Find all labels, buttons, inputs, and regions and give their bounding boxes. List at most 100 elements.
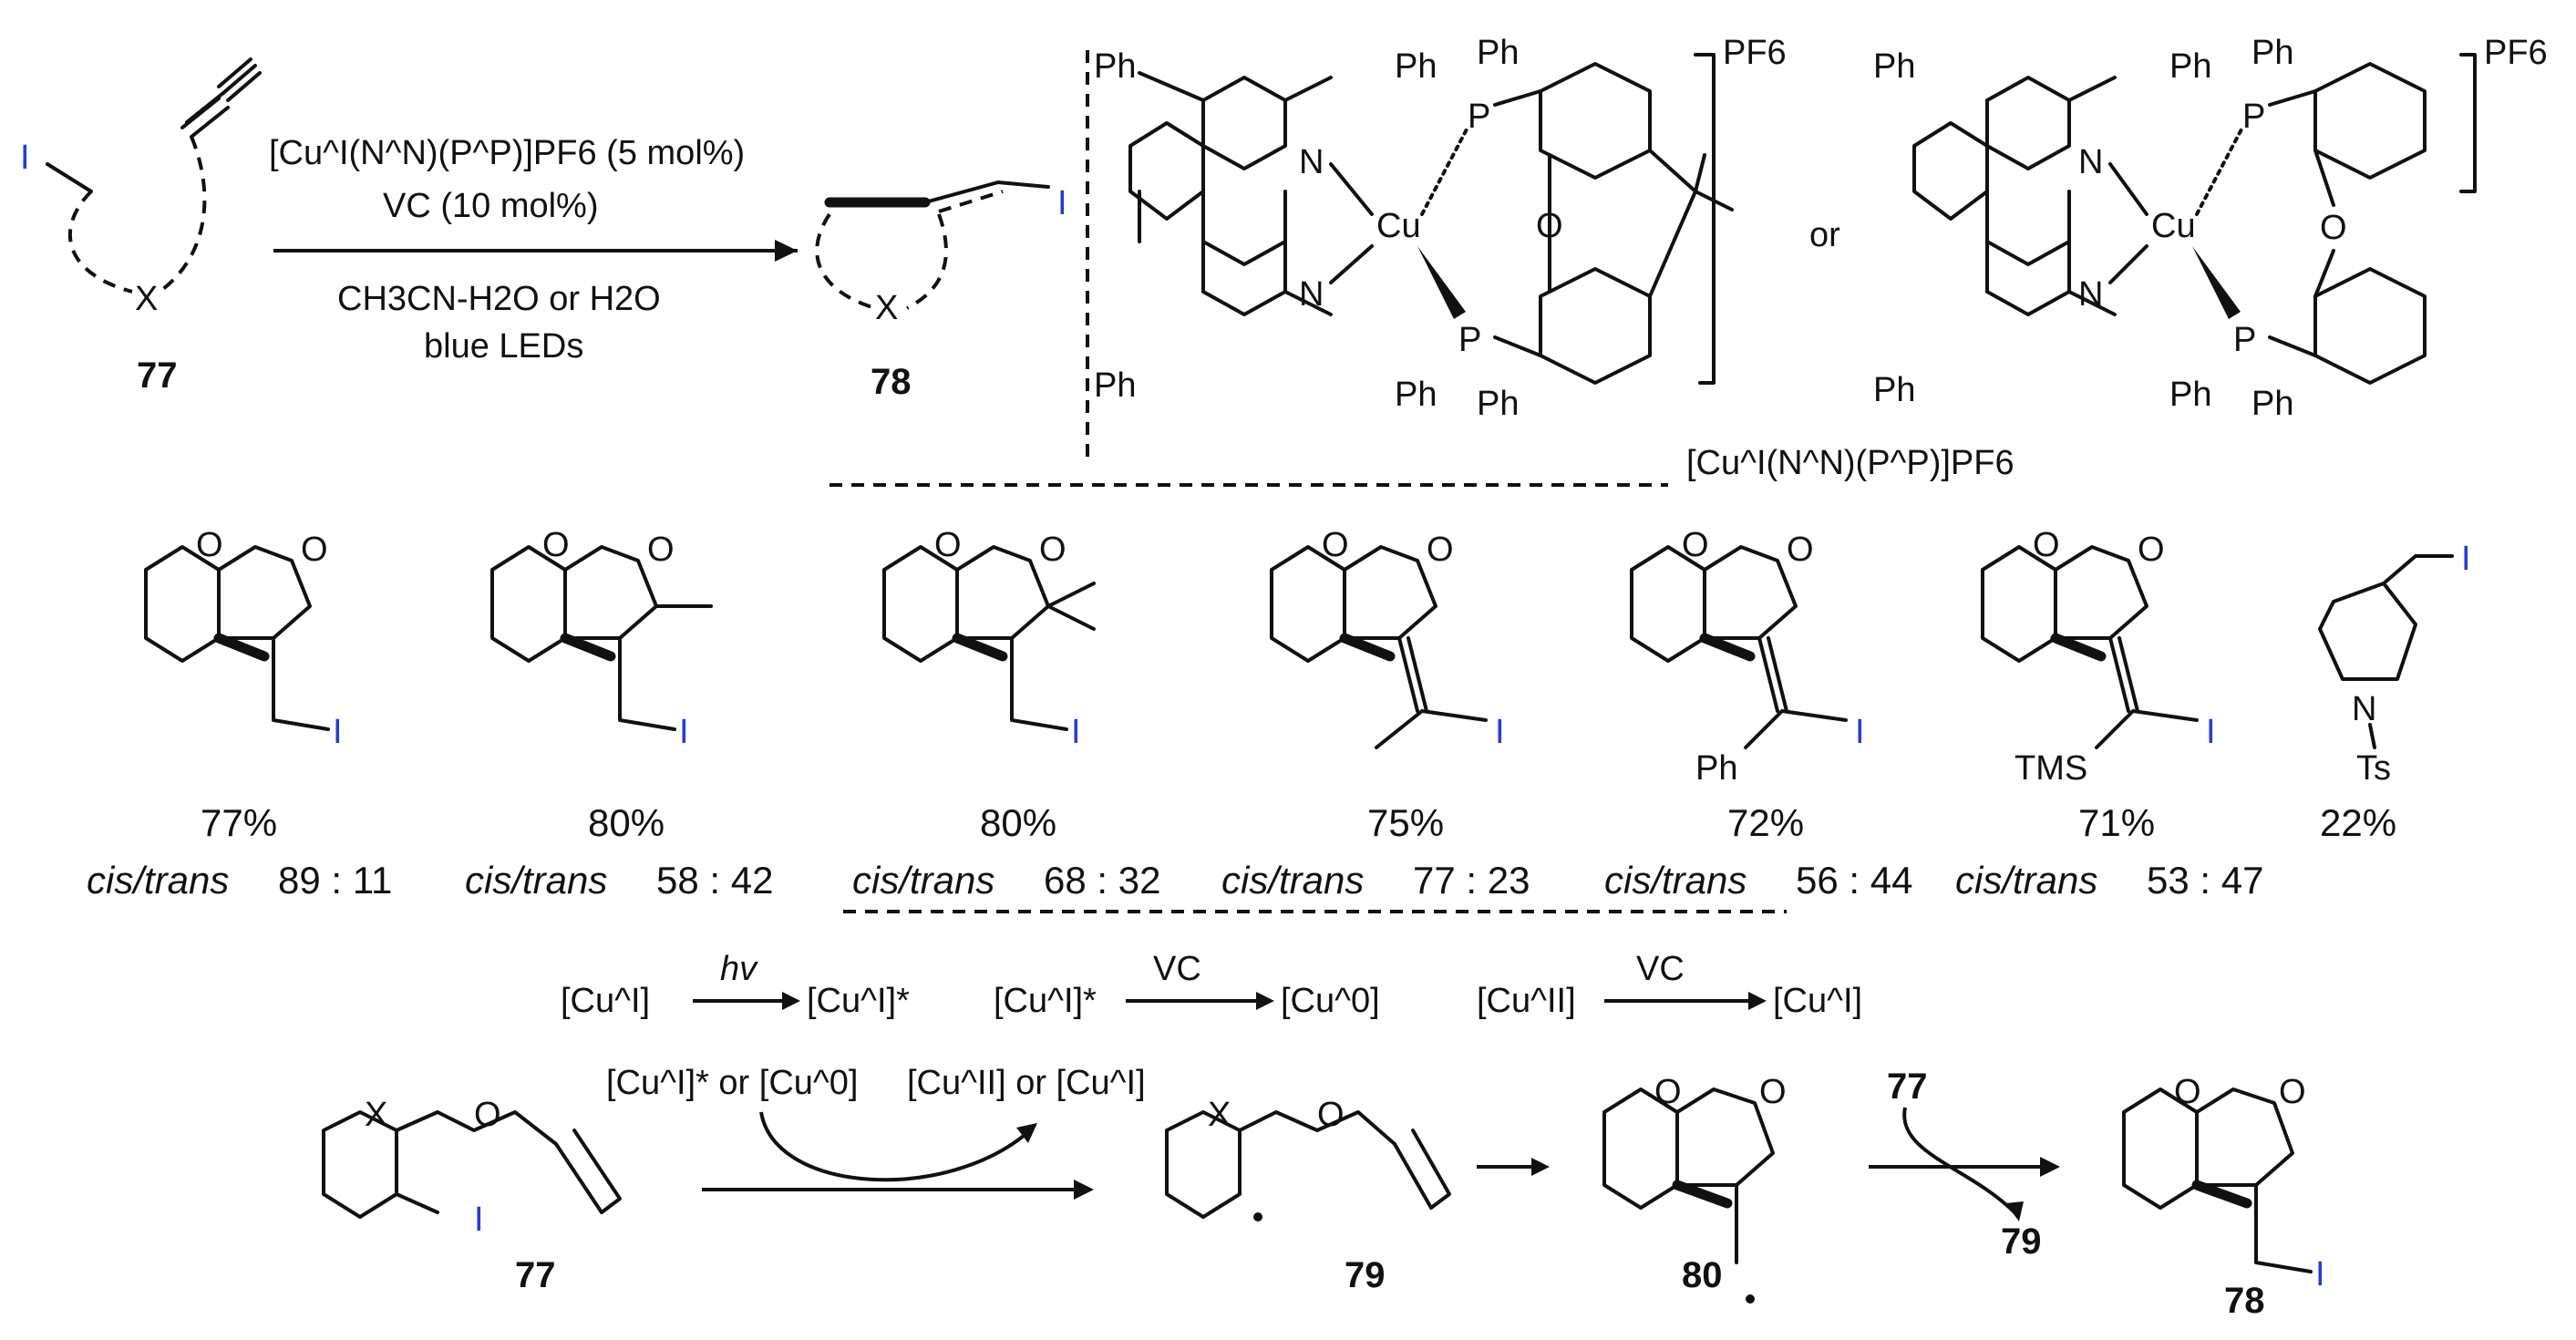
o-atom: O: [1759, 1073, 1787, 1111]
step1-out: [Cu^II] or [Cu^I]: [907, 1064, 1146, 1102]
pf6-label: PF6: [1723, 34, 1787, 72]
ph-label: Ph: [1395, 376, 1437, 414]
ratio-label-2: cis/trans: [465, 859, 607, 902]
eq3-left: [Cu^II]: [1477, 982, 1576, 1020]
p-atom: P: [1458, 321, 1481, 359]
ratio-label-4: cis/trans: [1221, 859, 1364, 902]
scope-results: 77% cis/trans 89 : 11 80% cis/trans 58 :…: [87, 801, 2396, 902]
cu-atom: Cu: [1376, 207, 1421, 245]
or-text: or: [1809, 216, 1840, 254]
ph-label: Ph: [2251, 385, 2293, 423]
compound-label-79: 79: [1345, 1255, 1386, 1295]
ph-label: Ph: [2169, 47, 2211, 86]
eq2-left: [Cu^I]*: [994, 982, 1097, 1020]
ratio-label-1: cis/trans: [87, 859, 229, 902]
iodine-atom: I: [1057, 184, 1067, 222]
n-atom: N: [1299, 143, 1324, 181]
cu-atom: Cu: [2151, 207, 2196, 245]
ph-label: Ph: [2169, 376, 2211, 414]
eq1-left: [Cu^I]: [561, 982, 650, 1020]
yield-2: 80%: [588, 801, 665, 844]
iodine-atom: I: [333, 713, 343, 751]
scope-compound-3: O O I: [882, 526, 1096, 751]
ratio-1: 89 : 11: [278, 859, 392, 902]
ph-label: Ph: [1395, 47, 1437, 86]
compound-label-80: 80: [1682, 1255, 1723, 1295]
o-atom: O: [1682, 526, 1709, 564]
p-atom: P: [2233, 321, 2256, 359]
o-atom: O: [2033, 526, 2060, 564]
p-atom: P: [1468, 98, 1490, 136]
o-atom: O: [474, 1096, 501, 1134]
o-atom: O: [1039, 531, 1066, 569]
yield-6: 71%: [2078, 801, 2155, 844]
additive-text: VC (10 mol%): [383, 187, 599, 225]
ph-label: Ph: [1873, 47, 1915, 86]
iodine-atom: I: [2206, 713, 2216, 751]
o-atom: O: [196, 526, 223, 564]
ph-label: Ph: [1477, 34, 1519, 72]
compound-label-77: 77: [137, 356, 178, 396]
compound-label-78: 78: [871, 362, 912, 402]
mechanism-step3: 77 79: [1869, 1067, 2060, 1262]
catalyst-xantphos: Ph Ph N N Cu P P Ph Ph Ph Ph O PF6: [1094, 34, 1787, 423]
n-atom: N: [2078, 275, 2103, 314]
yield-3: 80%: [980, 801, 1056, 844]
catalyst-caption: [Cu^I(N^N)(P^P)]PF6: [1686, 444, 2014, 482]
ratio-label-6: cis/trans: [1955, 859, 2097, 902]
iodine-atom: I: [1855, 713, 1865, 751]
o-atom: O: [1317, 1096, 1345, 1134]
mechanism-step1: [Cu^I]* or [Cu^0] [Cu^II] or [Cu^I]: [606, 1064, 1146, 1200]
o-atom: O: [1654, 1073, 1682, 1111]
hetero-atom: X: [135, 280, 158, 318]
pf6-label: PF6: [2484, 34, 2548, 72]
ratio-label-5: cis/trans: [1604, 859, 1747, 902]
compound-label-78: 78: [2224, 1281, 2265, 1321]
iodine-atom: I: [2461, 540, 2471, 578]
x-atom: X: [365, 1096, 387, 1134]
o-atom: O: [301, 531, 328, 569]
n-atom: N: [1299, 275, 1324, 314]
scope-compound-4: O O I: [1270, 526, 1505, 751]
iodine-atom: I: [1071, 713, 1081, 751]
eq2-right: [Cu^0]: [1281, 982, 1380, 1020]
o-atom: O: [1427, 531, 1454, 569]
reactant-77: I X 77: [20, 57, 262, 396]
o-atom: O: [2174, 1073, 2201, 1111]
yield-4: 75%: [1367, 801, 1444, 844]
o-atom: O: [1536, 207, 1563, 245]
o-atom: O: [1787, 531, 1814, 569]
o-atom: O: [2138, 531, 2165, 569]
p-atom: P: [2242, 98, 2265, 136]
o-atom: O: [2279, 1073, 2306, 1111]
product-78: I X 78: [815, 180, 1067, 402]
mechanism-start-77: X O I 77: [322, 1096, 622, 1295]
ratio-3: 68 : 32: [1044, 859, 1160, 902]
solvent-text: CH3CN-H2O or H2O: [337, 280, 661, 318]
step3-in: 77: [1887, 1067, 1928, 1107]
compound-label-77: 77: [515, 1255, 556, 1295]
mechanism-radical-79: X O 79: [1165, 1096, 1451, 1295]
ts-label: Ts: [2356, 749, 2391, 788]
light-text: blue LEDs: [424, 327, 583, 366]
n-atom: N: [2352, 690, 2376, 728]
o-atom: O: [934, 526, 962, 564]
ratio-2: 58 : 42: [656, 859, 773, 902]
n-atom: N: [2078, 143, 2103, 181]
ph-label: Ph: [1477, 385, 1519, 423]
o-atom: O: [542, 526, 570, 564]
step1-in: [Cu^I]* or [Cu^0]: [606, 1064, 858, 1102]
iodine-atom: I: [20, 139, 30, 177]
ratio-6: 53 : 47: [2147, 859, 2263, 902]
catalyst-text: [Cu^I(N^N)(P^P)]PF6 (5 mol%): [269, 134, 745, 172]
mechanism-equations: [Cu^I] hv [Cu^I]* [Cu^I]* VC [Cu^0] [Cu^…: [561, 950, 1862, 1020]
scope-compound-5: O O I Ph: [1630, 526, 1865, 788]
ph-label: Ph: [1873, 371, 1915, 409]
scope-compound-1: O O I: [144, 526, 343, 751]
mechanism-radical-80: O O 80: [1602, 1073, 1787, 1304]
ph-label: Ph: [1695, 749, 1737, 788]
scope-compound-2: O O I: [490, 526, 713, 751]
step3-out: 79: [2001, 1221, 2042, 1262]
iodine-atom: I: [474, 1201, 484, 1239]
